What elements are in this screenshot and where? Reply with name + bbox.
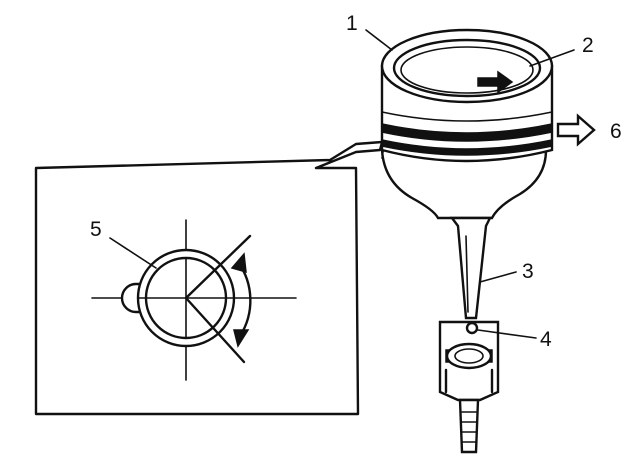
ring-groove-1: [381, 123, 553, 142]
rod-shank: [449, 216, 492, 320]
leader-3: [479, 271, 517, 283]
piston-skirt: [380, 148, 548, 220]
rod-center-line: [465, 235, 469, 313]
callout-2: 2: [582, 34, 594, 57]
inset-angle-line-lower: [184, 296, 246, 364]
callout-5: 5: [90, 218, 102, 241]
callout-4: 4: [540, 328, 552, 351]
inset-arrow-up: [230, 252, 247, 274]
crown-arrow-icon: [477, 70, 514, 94]
piston-assembly: [380, 28, 554, 454]
ring-groove-2: [381, 139, 553, 156]
inset-frame: [34, 140, 384, 416]
piston-top-crown: [400, 46, 534, 94]
callout-3: 3: [522, 260, 534, 283]
callout-6: 6: [610, 120, 622, 143]
leader-1: [365, 29, 393, 51]
ring-line-top: [381, 111, 553, 122]
rod-oil-hole: [465, 321, 479, 335]
rod-bolt: [458, 398, 480, 454]
piston-top-inner: [392, 38, 542, 98]
inset-rotation-arc: [236, 260, 252, 338]
rod-bearing-inner: [454, 348, 484, 364]
leader-5: [109, 237, 157, 269]
leader-2: [529, 49, 575, 67]
detail-inset: [34, 140, 384, 416]
callout-1: 1: [346, 12, 358, 35]
inset-angle-line-upper: [184, 234, 252, 300]
leader-4: [477, 329, 537, 339]
rod-bearing: [445, 342, 493, 370]
inset-arrow-down: [233, 329, 250, 348]
forward-direction-arrow-icon: [556, 113, 596, 147]
